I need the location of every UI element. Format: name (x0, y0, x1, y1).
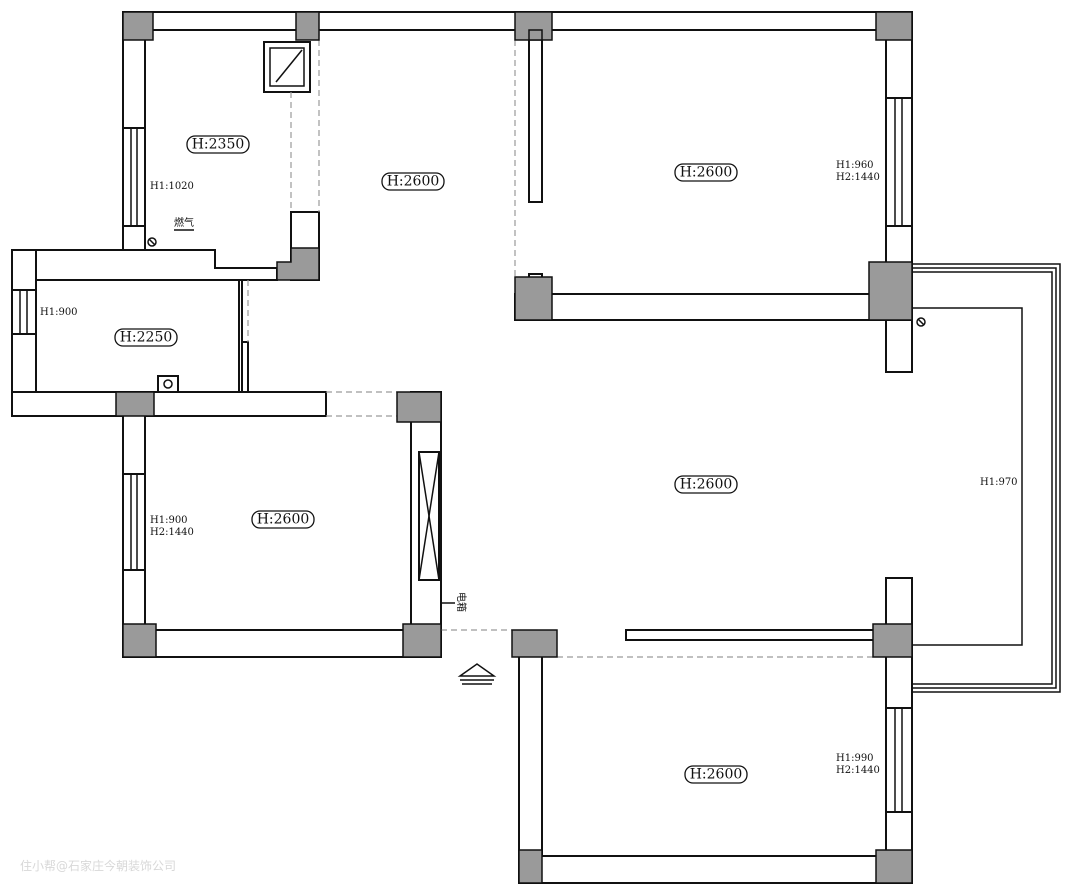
window-note-bed-w-1: H1:900 (150, 515, 188, 526)
elec-box-label: 电箱 (455, 592, 468, 612)
column (511, 629, 558, 658)
svg-text:H:2350: H:2350 (192, 137, 245, 153)
column (875, 849, 913, 884)
wall-bath-bottom (11, 391, 327, 417)
wall-bath-east-door (241, 341, 249, 393)
column (295, 11, 320, 41)
window-note-bed-ne-1: H1:960 (836, 160, 874, 171)
gas-label: 燃气 (174, 216, 194, 229)
gas-meter-icon (147, 237, 157, 247)
drain-icon (916, 317, 926, 327)
wall-bed-se-west (518, 654, 543, 884)
svg-text:H:2600: H:2600 (387, 174, 440, 190)
column (122, 11, 154, 41)
room-height-living: H:2600 (674, 475, 738, 494)
wall-bath-east (238, 279, 243, 393)
column (276, 247, 320, 281)
column (514, 276, 553, 321)
column (875, 11, 913, 41)
wall-bed-w-bottom (122, 629, 442, 658)
wall-kitchen-bottom (11, 249, 278, 281)
window-note-bed-se-1: H1:990 (836, 753, 874, 764)
flue-shaft (263, 41, 311, 93)
column (518, 849, 543, 884)
window-bed-w (122, 473, 146, 571)
wardrobe (418, 451, 440, 581)
room-height-bed-ne: H:2600 (674, 163, 738, 182)
room-height-hall: H:2600 (381, 172, 445, 191)
floor-drain (157, 375, 179, 393)
svg-text:H:2600: H:2600 (690, 767, 743, 783)
room-height-bath: H:2250 (114, 328, 178, 347)
svg-text:H:2600: H:2600 (680, 477, 733, 493)
wall-bed-ne-west (528, 29, 543, 203)
window-kitchen (122, 127, 146, 227)
wall-living-stub (625, 629, 877, 641)
column (528, 29, 543, 41)
balcony-rail-3 (912, 271, 1053, 685)
window-note-bath: H1:900 (40, 307, 78, 318)
wall-bed-se-bottom (518, 855, 913, 884)
window-bed-se (885, 707, 913, 813)
balcony-rail-1 (912, 263, 1061, 693)
window-note-kitchen: H1:1020 (150, 181, 194, 192)
column (402, 623, 442, 658)
svg-text:H:2600: H:2600 (680, 165, 733, 181)
wall-bed-ne-bottom (514, 293, 913, 321)
watermark: 住小帮@石家庄今朝装饰公司 (20, 858, 176, 873)
window-note-bed-ne-2: H2:1440 (836, 172, 880, 183)
column (115, 391, 155, 417)
entry-arrow-icon (457, 663, 497, 685)
column (122, 623, 157, 658)
column (868, 261, 913, 321)
window-bath (11, 289, 37, 335)
window-note-bed-w-2: H2:1440 (150, 527, 194, 538)
window-note-bed-se-2: H2:1440 (836, 765, 880, 776)
svg-text:H:2250: H:2250 (120, 330, 173, 346)
window-bed-ne (885, 97, 913, 227)
room-height-bed-se: H:2600 (684, 765, 748, 784)
window-note-balcony: H1:970 (980, 477, 1018, 488)
room-height-bed-w: H:2600 (251, 510, 315, 529)
svg-text:H:2600: H:2600 (257, 512, 310, 528)
column (872, 623, 913, 658)
room-height-kitchen: H:2350 (186, 135, 250, 154)
balcony-inner (912, 307, 1023, 646)
column (396, 391, 442, 423)
balcony-rail-2 (912, 267, 1057, 689)
